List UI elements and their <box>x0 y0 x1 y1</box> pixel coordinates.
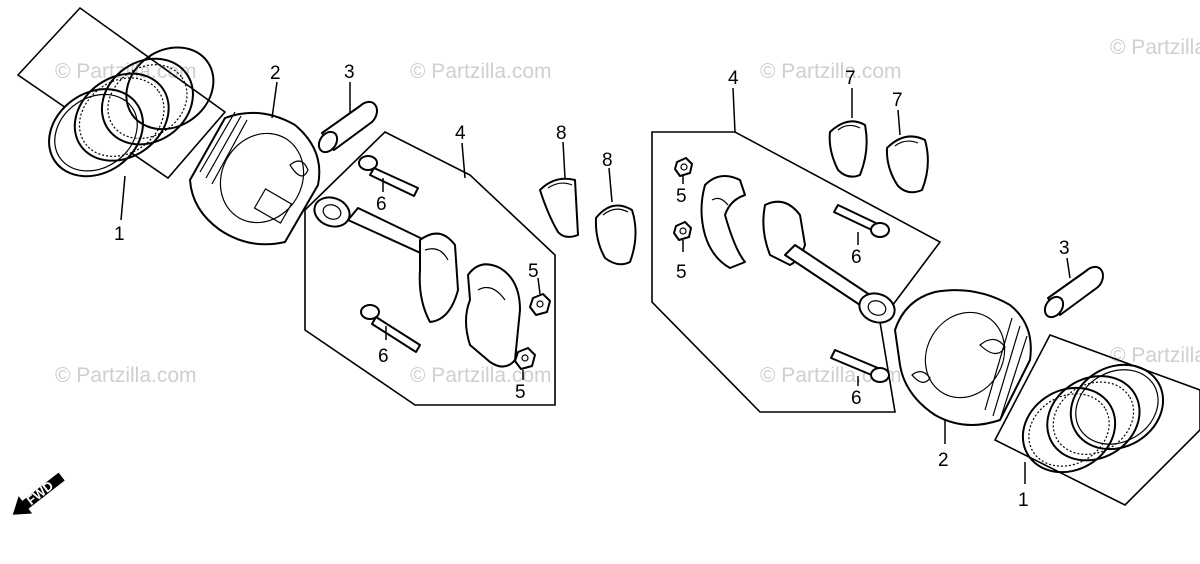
leader-line <box>608 167 613 203</box>
watermark: © Partzilla.com <box>1110 344 1200 367</box>
callout-5[interactable]: 5 <box>528 261 539 282</box>
callout-7[interactable]: 7 <box>892 90 903 111</box>
watermark: © Partzilla.com <box>1110 36 1200 59</box>
callout-4[interactable]: 4 <box>455 123 466 144</box>
callout-8[interactable]: 8 <box>556 123 567 144</box>
rod-bolt-left-upper[interactable] <box>358 155 419 197</box>
watermark: © Partzilla.com <box>55 364 197 387</box>
callout-6[interactable]: 6 <box>376 194 387 215</box>
callout-6[interactable]: 6 <box>851 388 862 409</box>
con-rod-box-left <box>304 131 556 406</box>
leader-line <box>461 142 466 179</box>
callout-8[interactable]: 8 <box>602 150 613 171</box>
leader-line <box>537 277 541 295</box>
rod-nut-right-upper[interactable] <box>674 157 693 177</box>
leader-line <box>1066 257 1071 279</box>
piston-ring-set-right[interactable] <box>993 334 1200 506</box>
callout-6[interactable]: 6 <box>851 247 862 268</box>
rod-cap-left[interactable] <box>465 263 521 368</box>
bearing-shell-8-upper[interactable] <box>539 177 579 238</box>
watermark: © Partzilla.com <box>410 364 552 387</box>
bearing-shell-7-upper[interactable] <box>828 120 868 178</box>
piston-left[interactable] <box>189 111 321 246</box>
callout-6[interactable]: 6 <box>378 346 389 367</box>
callout-5[interactable]: 5 <box>676 262 687 283</box>
callout-2[interactable]: 2 <box>938 450 949 471</box>
bearing-shell-7-lower[interactable] <box>885 135 929 194</box>
watermark-layer: © Partzilla.com © Partzilla.com © Partzi… <box>55 36 1200 387</box>
piston-pin-left[interactable] <box>315 100 378 156</box>
piston-pin-right[interactable] <box>1041 265 1104 321</box>
rod-cap-right[interactable] <box>700 175 746 269</box>
callout-5[interactable]: 5 <box>676 186 687 207</box>
leader-line <box>271 81 278 119</box>
callout-3[interactable]: 3 <box>1059 238 1070 259</box>
bearing-shell-8-lower[interactable] <box>594 204 637 266</box>
rod-nut-right-lower[interactable] <box>673 221 692 241</box>
forward-direction-arrow: FWD <box>12 472 65 515</box>
connecting-rod-left[interactable] <box>310 193 459 323</box>
callout-2[interactable]: 2 <box>270 63 281 84</box>
leader-line <box>120 175 126 221</box>
connecting-rod-right[interactable] <box>762 200 898 328</box>
callout-1[interactable]: 1 <box>1018 490 1029 511</box>
arrow-icon <box>12 472 65 515</box>
con-rod-box-right <box>651 131 942 413</box>
rod-bolt-right-lower[interactable] <box>830 349 890 383</box>
rod-nut-left-upper[interactable] <box>529 293 551 316</box>
callout-4[interactable]: 4 <box>728 68 739 89</box>
rod-bolt-left-lower[interactable] <box>360 304 421 353</box>
rod-bolt-right-upper[interactable] <box>833 204 890 238</box>
callout-7[interactable]: 7 <box>845 68 856 89</box>
rod-nut-left-lower[interactable] <box>514 347 536 370</box>
callout-1[interactable]: 1 <box>114 224 125 245</box>
callout-5[interactable]: 5 <box>515 382 526 403</box>
callout-3[interactable]: 3 <box>344 62 355 83</box>
watermark: © Partzilla.com <box>760 60 902 83</box>
leader-line <box>732 87 736 133</box>
watermark: © Partzilla.com <box>410 60 552 83</box>
leader-line <box>897 109 901 136</box>
leader-line <box>562 141 566 179</box>
piston-right[interactable] <box>894 289 1032 426</box>
